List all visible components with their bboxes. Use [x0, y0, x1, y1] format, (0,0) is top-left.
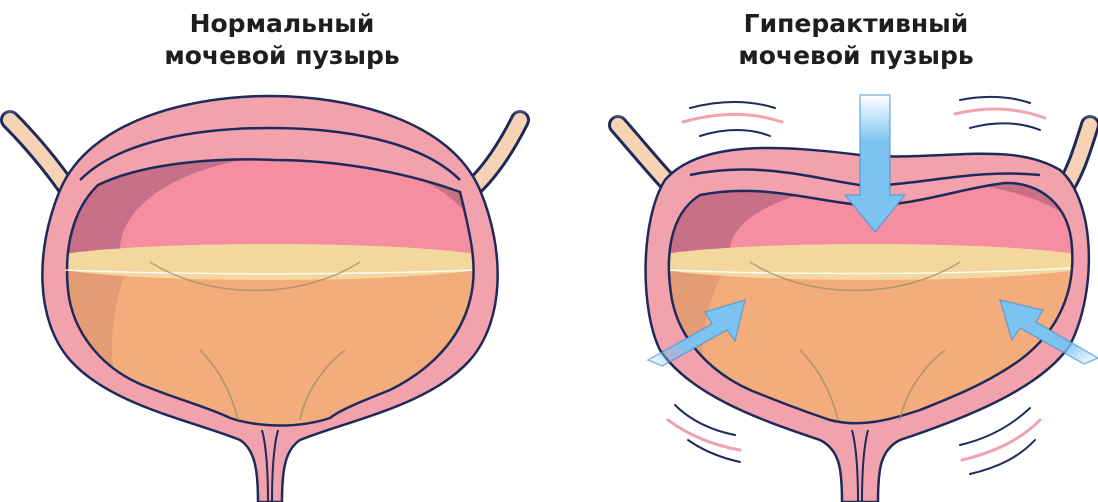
- normal-bladder: [0, 95, 540, 502]
- overactive-bladder: [595, 95, 1098, 502]
